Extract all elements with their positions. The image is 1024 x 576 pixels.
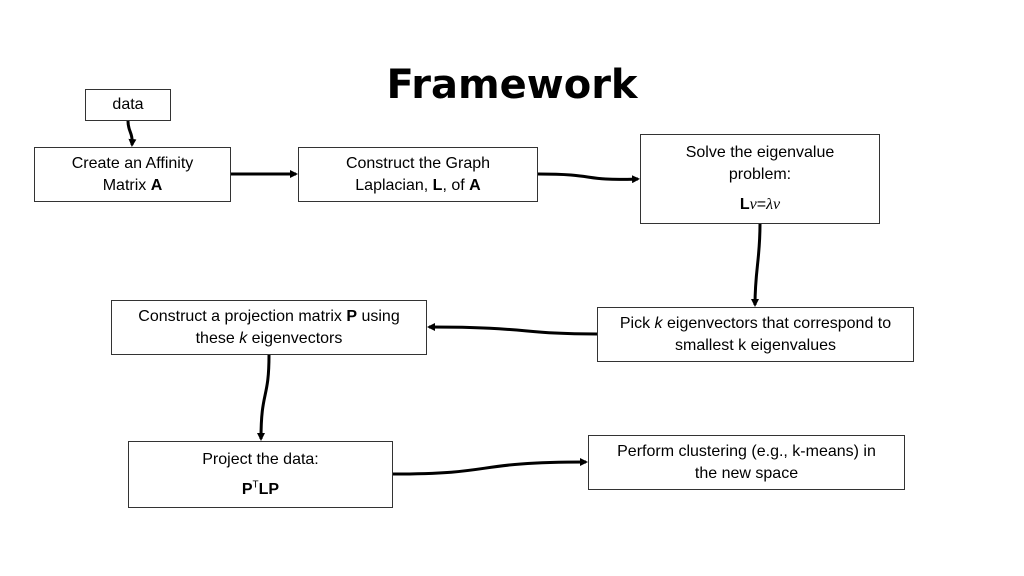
projection-line-2: these k eigenvectors <box>195 329 343 347</box>
arrow-projection-to-project <box>257 354 271 441</box>
project-formula: PTLP <box>241 479 280 498</box>
laplacian-line-1: Construct the Graph <box>345 154 491 172</box>
eigen-line-2: problem: <box>728 166 792 183</box>
pick-line-2: smallest k eigenvalues <box>675 336 836 354</box>
cluster-line-2: the new space <box>694 464 799 482</box>
cluster-line-1: Perform clustering (e.g., k-means) in <box>617 442 876 460</box>
data-label: data <box>112 96 144 113</box>
affinity-matrix-box: Create an Affinity Matrix A <box>34 147 231 202</box>
projection-line-1: Construct a projection matrix P using <box>138 307 400 325</box>
affinity-line-1: Create an Affinity <box>71 154 194 172</box>
pick-line-1: Pick k eigenvectors that correspond to <box>619 314 892 332</box>
eigen-line-1: Solve the eigenvalue <box>685 144 835 161</box>
pick-eigenvectors-box: Pick k eigenvectors that correspond to s… <box>597 307 914 362</box>
arrow-project-to-clustering <box>392 458 588 476</box>
slide-title: Framework <box>386 62 638 108</box>
laplacian-line-2: Laplacian, L, of A <box>355 176 481 194</box>
arrow-laplacian-to-eigen <box>537 172 640 184</box>
project-data-box: Project the data: PTLP <box>128 441 393 508</box>
projection-matrix-box: Construct a projection matrix P using th… <box>111 300 427 355</box>
arrow-eigen-to-pick <box>751 223 762 307</box>
project-line-1: Project the data: <box>202 450 319 468</box>
arrow-data-to-affinity <box>126 120 137 147</box>
arrow-pick-to-projection <box>427 323 598 336</box>
clustering-box: Perform clustering (e.g., k-means) in th… <box>588 435 905 490</box>
data-box: data <box>85 89 171 121</box>
graph-laplacian-box: Construct the Graph Laplacian, L, of A <box>298 147 538 202</box>
affinity-line-2: Matrix A <box>102 176 163 194</box>
eigen-formula: Lv=λv <box>739 196 781 213</box>
eigenvalue-problem-box: Solve the eigenvalue problem: Lv=λv <box>640 134 880 224</box>
